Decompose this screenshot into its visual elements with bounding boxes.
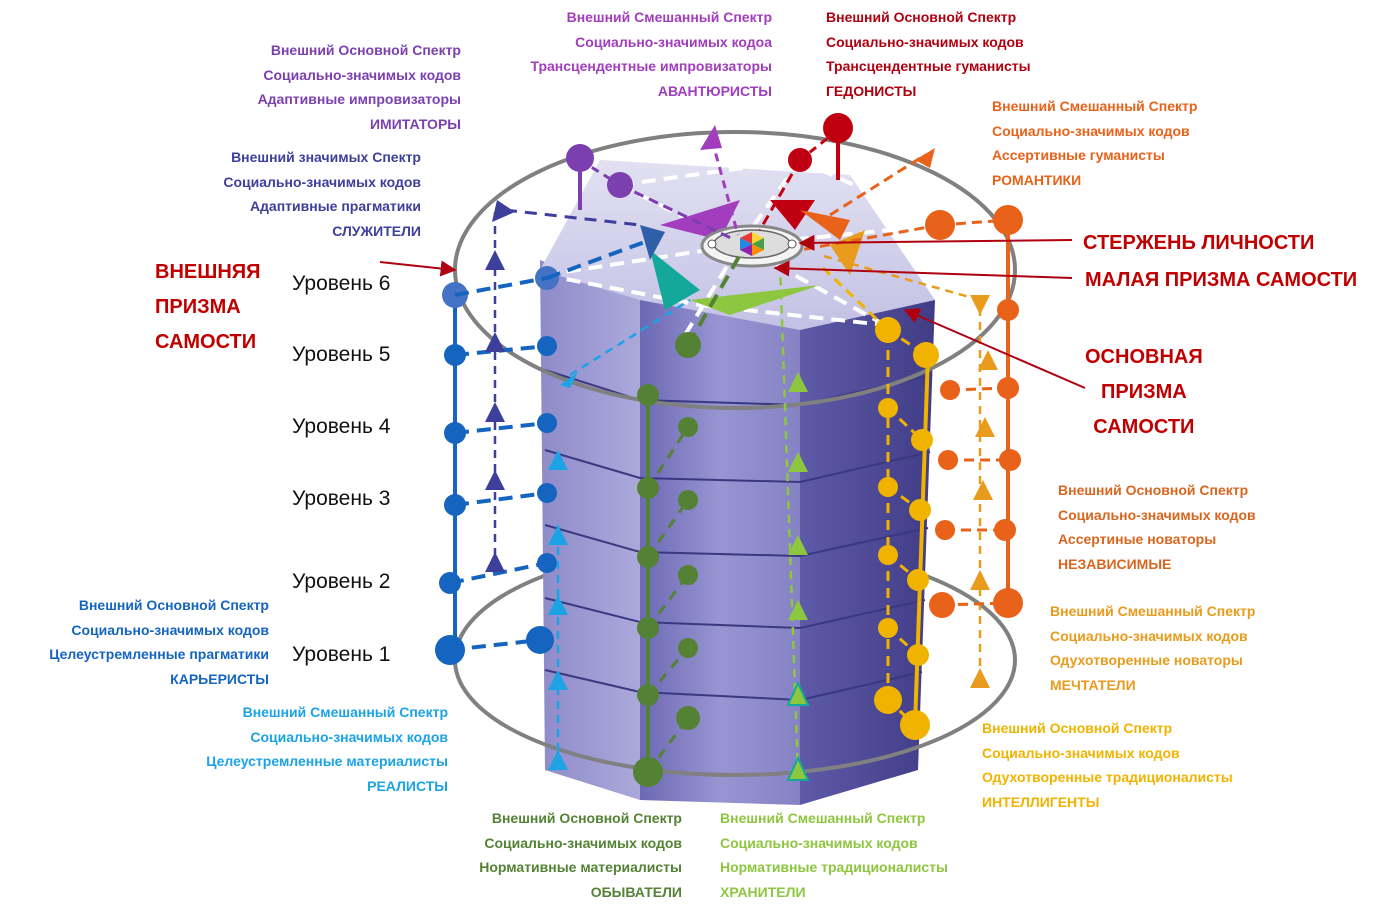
chain-amber [819, 253, 998, 688]
chain-navy [485, 200, 641, 572]
personality-core [700, 224, 804, 268]
chain-green-inner [675, 253, 742, 730]
chain-magenta [700, 125, 740, 236]
chain-cyan [548, 298, 691, 770]
level-5-label: Уровень 5 [292, 343, 391, 366]
chain-light-green [778, 264, 810, 781]
top-triangles [640, 200, 865, 315]
level-3-label: Уровень 3 [292, 487, 391, 510]
orange-top-arrow [829, 148, 935, 217]
orange-connectors [799, 218, 1010, 607]
chain-violet [566, 144, 736, 242]
level-6-label: Уровень 6 [292, 272, 391, 295]
prism-right-face [800, 300, 935, 805]
level-4-label: Уровень 4 [292, 415, 391, 438]
level-2-label: Уровень 2 [292, 570, 391, 593]
chain-dark-orange-outer [993, 205, 1023, 618]
core-title: СТЕРЖЕНЬ ЛИЧНОСТИ [1083, 232, 1315, 254]
small-prism-title: МАЛАЯ ПРИЗМА САМОСТИ [1085, 269, 1358, 291]
green-connectors [646, 426, 690, 773]
annotation-arrows [379, 234, 1086, 389]
yellow-connectors [818, 263, 927, 727]
outer-prism-title: ВНЕШНЯЯ ПРИЗМА САМОСТИ [155, 261, 261, 353]
lower-ellipse-front [453, 659, 1017, 777]
level-1-label: Уровень 1 [292, 643, 391, 666]
chain-blue-outer [435, 282, 468, 665]
chain-red [758, 113, 853, 231]
main-prism-title: ОСНОВНАЯ ПРИЗМА САМОСТИ [1085, 346, 1203, 438]
